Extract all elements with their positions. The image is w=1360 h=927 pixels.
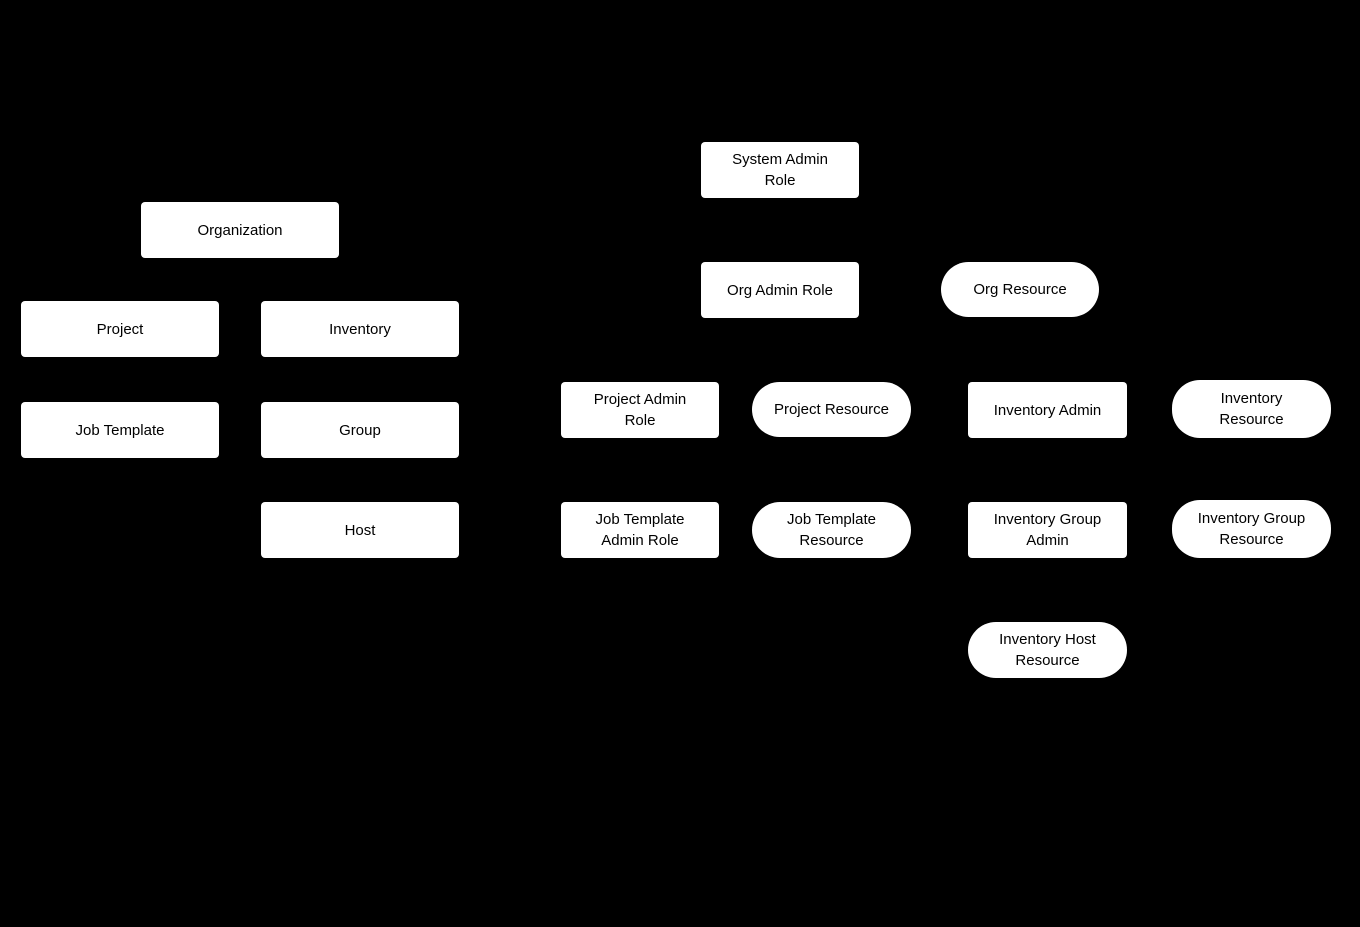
- node-group-label: Group: [339, 421, 381, 439]
- node-org-admin-role-label: Org Admin Role: [727, 281, 833, 299]
- node-inventory-admin: Inventory Admin: [968, 382, 1127, 438]
- node-job-template-label: Job Template: [75, 421, 165, 439]
- node-host-label: Host: [344, 521, 376, 539]
- node-project-admin-role: Project Admin Role: [561, 382, 719, 438]
- node-job-template: Job Template: [21, 402, 219, 458]
- node-inventory-label: Inventory: [329, 320, 391, 338]
- node-inventory-host-resource: Inventory Host Resource: [968, 622, 1127, 678]
- node-project-resource-label: Project Resource: [773, 401, 890, 418]
- node-inventory-resource-label: Inventory Resource: [1219, 390, 1284, 428]
- node-system-admin-role-label: System Admin Role: [732, 151, 828, 189]
- node-inventory-resource: Inventory Resource: [1172, 380, 1331, 438]
- node-system-admin-role: System Admin Role: [701, 142, 859, 198]
- node-inventory-group-admin-label: Inventory Group Admin: [993, 511, 1102, 549]
- node-inventory-group-resource: Inventory Group Resource: [1172, 500, 1331, 558]
- node-job-template-admin-role-label: Job Template Admin Role: [595, 511, 685, 549]
- node-org-admin-role: Org Admin Role: [701, 262, 859, 318]
- node-project-resource: Project Resource: [752, 382, 911, 437]
- node-project-admin-role-label: Project Admin Role: [593, 391, 687, 429]
- node-project: Project: [21, 301, 219, 357]
- node-organization: Organization: [141, 202, 339, 258]
- node-inventory-host-resource-label: Inventory Host Resource: [999, 631, 1096, 669]
- node-organization-label: Organization: [197, 221, 283, 239]
- node-job-template-resource-label: Job Template Resource: [787, 511, 876, 549]
- node-job-template-resource: Job Template Resource: [752, 502, 911, 558]
- node-inventory-group-admin: Inventory Group Admin: [968, 502, 1127, 558]
- node-group: Group: [261, 402, 459, 458]
- node-org-resource-label: Org Resource: [973, 281, 1067, 298]
- node-org-resource: Org Resource: [941, 262, 1099, 317]
- node-project-label: Project: [96, 320, 144, 338]
- node-host: Host: [261, 502, 459, 558]
- node-inventory: Inventory: [261, 301, 459, 357]
- node-job-template-admin-role: Job Template Admin Role: [561, 502, 719, 558]
- node-inventory-group-resource-label: Inventory Group Resource: [1197, 510, 1306, 548]
- node-inventory-admin-label: Inventory Admin: [993, 401, 1102, 419]
